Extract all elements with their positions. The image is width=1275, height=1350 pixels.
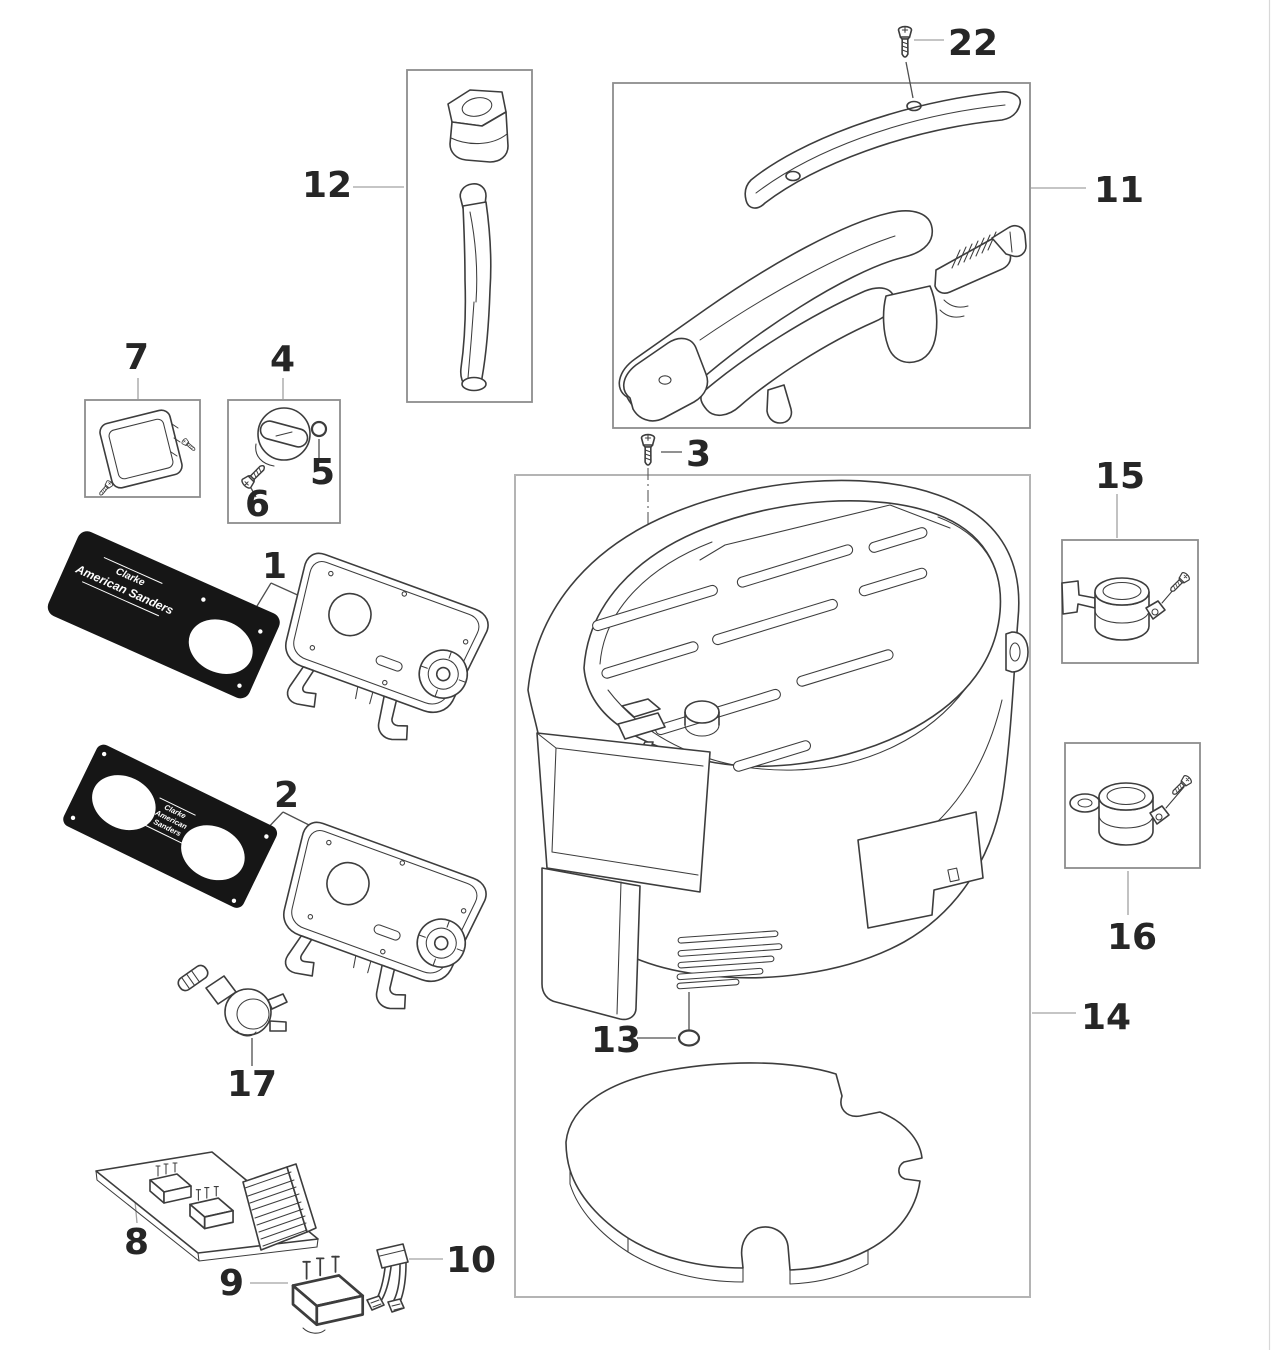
part-2-panel-assembly: Clarke American Sanders [63,744,492,1028]
part-label-22: 22 [948,23,998,64]
rod-body [459,201,492,391]
terminal [366,1295,385,1311]
handle-leg [766,384,793,424]
part-label-16: 16 [1107,917,1157,958]
front-recess [536,732,711,893]
brand-text-2: Clarke American Sanders [143,797,196,845]
part-11-handle-assembly [618,91,1027,424]
part-4-knob-assembly [239,407,328,491]
part-label-3: 3 [686,434,711,475]
part-label-15: 15 [1095,456,1145,497]
plug-prong [269,1020,287,1032]
leader-8 [134,1200,138,1224]
part-22-screw [897,25,913,58]
part-label-8: 8 [124,1222,149,1263]
part-9-switch [291,1255,365,1334]
bottom-pad [565,1062,923,1285]
leader-22-screw [905,61,914,99]
detail-frames [84,69,1201,1298]
frame-part-14 [514,474,1031,1298]
part-label-9: 9 [219,1263,244,1304]
handle-cover [744,91,1022,209]
part-14-main-housing [527,433,1029,1285]
part-labels: 1 2 3 4 5 6 7 8 9 10 11 12 13 14 15 16 1… [124,23,1157,1304]
plate-hole [181,825,245,881]
plate-hole [92,775,156,831]
part-17-power-plug [177,964,288,1037]
handle-post [882,285,938,364]
vent-slots [676,930,783,990]
part-1-panel-assembly: Clarke American Sanders [47,531,494,759]
part-label-14: 14 [1081,997,1131,1038]
lever-end-cap [991,225,1027,258]
knob [255,407,311,467]
part-label-10: 10 [446,1240,496,1281]
frame-part-4 [227,399,341,524]
plug-prong [267,993,288,1010]
handle-foot [623,337,709,422]
part-label-2: 2 [274,775,299,816]
part-10-connector [366,1243,409,1313]
part-label-12: 12 [302,165,352,206]
part-label-1: 1 [262,546,287,587]
frame-part-12 [406,69,533,403]
plate-hole [188,619,253,674]
housing-side-step [857,811,984,929]
brand-plate-2: Clarke American Sanders [63,744,278,908]
frame-part-11 [612,82,1031,429]
lever-spring [939,299,969,318]
side-ear [1005,631,1029,673]
part-13-o-ring [677,1029,701,1047]
part-label-6: 6 [245,484,270,525]
connector-housing [376,1243,409,1269]
rod-hook [459,183,487,209]
part-15-hose-clamp [1061,570,1192,641]
leader-6 [250,487,257,498]
rod-tip [461,376,487,392]
control-panel-1 [257,548,494,759]
part-label-11: 11 [1094,170,1144,211]
part-16-hose-clamp [1069,773,1194,846]
control-panel-2 [255,817,492,1028]
frame-part-7 [84,399,201,498]
part-7-capacitor [96,409,198,498]
part-label-13: 13 [591,1020,641,1061]
brand-plate-1: Clarke American Sanders [47,531,280,699]
housing-front-block [541,867,641,1021]
part-8-circuit-board [95,1151,319,1262]
cap-body [449,111,509,163]
washer-5 [310,420,328,438]
part-label-5: 5 [310,452,335,493]
part-label-4: 4 [270,339,295,380]
part-label-7: 7 [124,337,149,378]
frame-part-16 [1064,742,1201,869]
part-label-17: 17 [227,1064,277,1105]
leader-lines [134,39,1129,1284]
handle-lower-rail [700,287,896,416]
part-12-lever-kit [447,89,509,392]
screw-3 [640,433,656,466]
